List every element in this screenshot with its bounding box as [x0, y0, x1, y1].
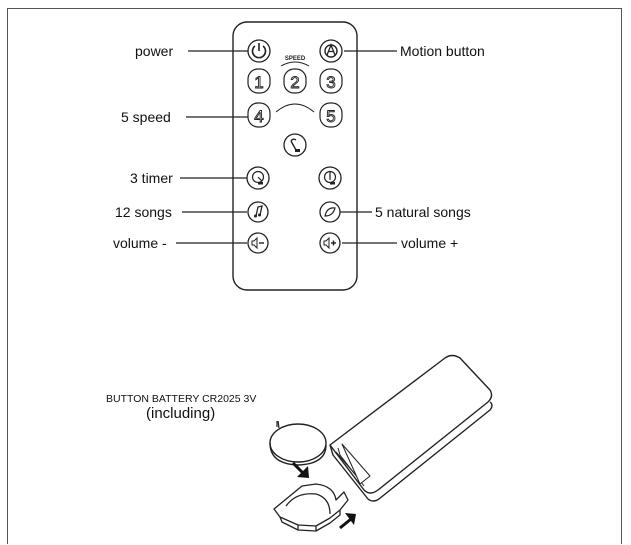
swing-button[interactable]	[283, 133, 307, 157]
speed-key-5-label: 5	[326, 107, 335, 126]
timer-down-icon	[323, 170, 337, 185]
diagram-frame	[7, 8, 622, 544]
label-timer: 3 timer	[130, 170, 173, 186]
timer-down-button[interactable]	[318, 166, 342, 190]
leader-lines	[176, 50, 397, 244]
motion-icon	[324, 43, 338, 58]
speed-key-4[interactable]: 4	[247, 102, 271, 128]
label-motion: Motion button	[400, 43, 485, 59]
speaker-plus-icon	[323, 236, 336, 250]
songs-button[interactable]	[247, 201, 269, 223]
battery-sub-label: (including)	[146, 405, 216, 422]
volume-minus-button[interactable]	[247, 232, 269, 254]
volume-plus-button[interactable]	[319, 232, 341, 254]
speed-key-4-label: 4	[254, 107, 263, 126]
battery-leader	[277, 420, 280, 429]
speed-key-5[interactable]: 5	[319, 102, 343, 128]
label-songs: 12 songs	[115, 204, 172, 220]
music-note-icon	[254, 205, 263, 218]
speed-key-2[interactable]: 2	[283, 68, 307, 94]
speaker-minus-icon	[251, 236, 264, 250]
power-button[interactable]	[247, 39, 271, 63]
label-power: power	[135, 43, 174, 59]
remote-back-illustration	[329, 354, 493, 502]
insert-arrow-down	[291, 461, 309, 478]
label-speed: 5 speed	[121, 109, 171, 125]
power-icon	[251, 43, 267, 59]
label-volume-plus: volume +	[401, 235, 459, 251]
motion-button[interactable]	[319, 39, 343, 63]
insert-arrow-right	[339, 513, 356, 530]
timer-button[interactable]	[246, 166, 270, 190]
natural-songs-button[interactable]	[319, 201, 341, 223]
speed-key-2-label: 2	[290, 73, 299, 92]
speed-header: SPEED	[285, 56, 306, 62]
leaf-icon	[324, 207, 336, 217]
battery-holder-illustration	[273, 483, 349, 532]
speed-key-3[interactable]: 3	[319, 68, 343, 94]
speed-key-1-label: 1	[254, 73, 263, 92]
battery-label: BUTTON BATTERY CR2025 3V	[106, 393, 257, 405]
speed-key-1[interactable]: 1	[247, 68, 271, 94]
coin-battery-illustration	[269, 421, 327, 466]
label-volume-minus: volume -	[113, 235, 167, 251]
timer-icon	[251, 170, 265, 185]
label-natural-songs: 5 natural songs	[375, 204, 471, 220]
speed-key-3-label: 3	[326, 73, 335, 92]
swing-icon	[290, 138, 300, 152]
